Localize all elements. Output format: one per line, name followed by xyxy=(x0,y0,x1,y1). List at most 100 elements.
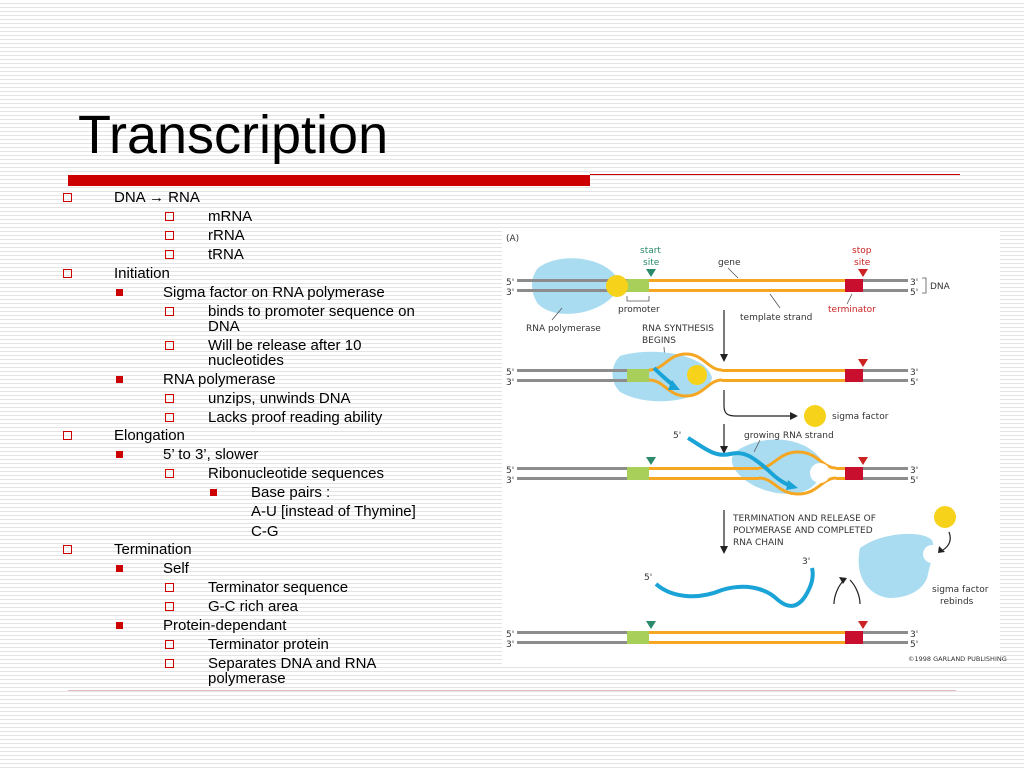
transcription-diagram: (A) start site stop site gene 5' 3' 3' 5… xyxy=(502,228,1007,664)
solid-square-bullet-icon xyxy=(210,489,217,496)
hollow-square-bullet-icon xyxy=(63,269,72,278)
bullet-text: Sigma factor on RNA polymerase xyxy=(163,284,385,301)
dna-strand-grey xyxy=(517,379,627,382)
terminator-region xyxy=(845,467,863,480)
growing-rna-pointer xyxy=(753,439,761,453)
hollow-square-bullet-icon xyxy=(165,231,174,240)
termination-label: TERMINATION AND RELEASE OF xyxy=(732,514,876,524)
three-prime-label: 3' xyxy=(910,466,918,476)
bullet-text: C-G xyxy=(251,523,279,540)
bullet-text: Terminator sequence xyxy=(208,579,349,596)
dna-strand-orange xyxy=(649,631,845,634)
bullet-text: Base pairs : xyxy=(251,484,331,501)
rna-arrowhead-icon xyxy=(786,480,798,490)
solid-square-bullet-icon xyxy=(116,289,123,296)
hollow-square-bullet-icon xyxy=(165,413,174,422)
arrow-icon xyxy=(839,577,847,584)
terminator-region xyxy=(845,279,863,292)
hollow-square-bullet-icon xyxy=(165,394,174,403)
sigma-rebinds-label: rebinds xyxy=(940,597,974,607)
arrow-down-icon xyxy=(720,354,728,362)
terminator-region xyxy=(845,631,863,644)
start-site-label: start xyxy=(640,246,661,256)
gene-pointer xyxy=(727,267,739,279)
bullet-text: mRNA xyxy=(208,208,253,225)
rna-polymerase-blob xyxy=(858,533,934,598)
five-prime-label: 5' xyxy=(506,368,514,378)
five-prime-label: 5' xyxy=(910,640,918,650)
rna-synthesis-label: BEGINS xyxy=(642,336,676,346)
rna-arrowhead-icon xyxy=(668,380,680,390)
dna-strand-grey xyxy=(863,379,908,382)
dna-strand-grey xyxy=(863,279,908,282)
rna-synthesis-label: RNA SYNTHESIS xyxy=(642,324,714,334)
dna-strand-grey xyxy=(517,477,627,480)
five-prime-label: 5' xyxy=(506,278,514,288)
sigma-factor-circle xyxy=(804,405,826,427)
hollow-square-bullet-icon xyxy=(63,193,72,202)
arrow-line xyxy=(849,579,861,605)
bullet-text: Initiation xyxy=(114,265,170,282)
solid-square-bullet-icon xyxy=(116,451,123,458)
three-prime-label: 3' xyxy=(910,630,918,640)
bullet-text: Termination xyxy=(114,541,192,558)
dna-strand-orange xyxy=(722,369,845,372)
stop-site-marker-icon xyxy=(858,621,868,629)
five-prime-label: 5' xyxy=(506,466,514,476)
promoter-region xyxy=(627,279,649,292)
dna-label: DNA xyxy=(930,282,951,292)
hollow-square-bullet-icon xyxy=(165,212,174,221)
bullet-text: A-U [instead of Thymine] xyxy=(251,503,416,520)
bullet-text: Ribonucleotide sequences xyxy=(208,465,384,482)
promoter-label: promoter xyxy=(618,305,660,315)
start-site-label: site xyxy=(643,258,660,268)
bullet-text: Terminator protein xyxy=(208,636,329,653)
hollow-square-bullet-icon xyxy=(63,431,72,440)
dna-strand-orange xyxy=(836,477,845,480)
dna-strand-grey xyxy=(517,369,627,372)
dna-strand-orange xyxy=(649,467,759,470)
three-prime-label: 3' xyxy=(802,557,810,567)
terminator-region xyxy=(845,369,863,382)
arrow-down-icon xyxy=(720,546,728,554)
dna-strand-grey xyxy=(863,289,908,292)
dna-strand-grey xyxy=(863,631,908,634)
dna-strand-grey xyxy=(863,477,908,480)
slide-title: Transcription xyxy=(78,105,389,165)
dna-strand-grey xyxy=(863,369,908,372)
solid-square-bullet-icon xyxy=(116,376,123,383)
start-site-marker-icon xyxy=(646,457,656,465)
bullet-text: rRNA xyxy=(208,227,245,244)
dna-strand-grey xyxy=(863,467,908,470)
start-site-marker-icon xyxy=(646,621,656,629)
five-prime-label: 5' xyxy=(910,476,918,486)
polymerase-pocket xyxy=(810,463,830,483)
promoter-region xyxy=(627,369,649,382)
dna-strand-orange xyxy=(648,352,723,372)
bullet-text: Protein-dependant xyxy=(163,617,287,634)
bullet-text: binds to promoter sequence on xyxy=(208,303,415,320)
hollow-square-bullet-icon xyxy=(165,469,174,478)
stop-site-marker-icon xyxy=(858,457,868,465)
three-prime-label: 3' xyxy=(506,288,514,298)
dna-strand-grey xyxy=(517,641,627,644)
sigma-factor-circle xyxy=(934,506,956,528)
solid-square-bullet-icon xyxy=(116,622,123,629)
title-underline-bar xyxy=(68,175,590,186)
dna-strand-grey xyxy=(517,467,627,470)
terminator-pointer xyxy=(846,293,853,305)
rna-polymerase-blob xyxy=(532,258,620,314)
three-prime-label: 3' xyxy=(506,476,514,486)
sigma-factor-label: sigma factor xyxy=(832,412,889,422)
bullet-text: Self xyxy=(163,560,189,577)
three-prime-label: 3' xyxy=(506,378,514,388)
termination-label: POLYMERASE AND COMPLETED xyxy=(733,526,873,536)
dna-strand-orange xyxy=(649,289,845,292)
bullet-text: Will be release after 10 xyxy=(208,337,362,354)
promoter-region xyxy=(627,467,649,480)
five-prime-label: 5' xyxy=(644,573,652,583)
bullet-text: Lacks proof reading ability xyxy=(208,409,383,426)
three-prime-label: 3' xyxy=(910,278,918,288)
hollow-square-bullet-icon xyxy=(165,250,174,259)
five-prime-label: 5' xyxy=(910,378,918,388)
